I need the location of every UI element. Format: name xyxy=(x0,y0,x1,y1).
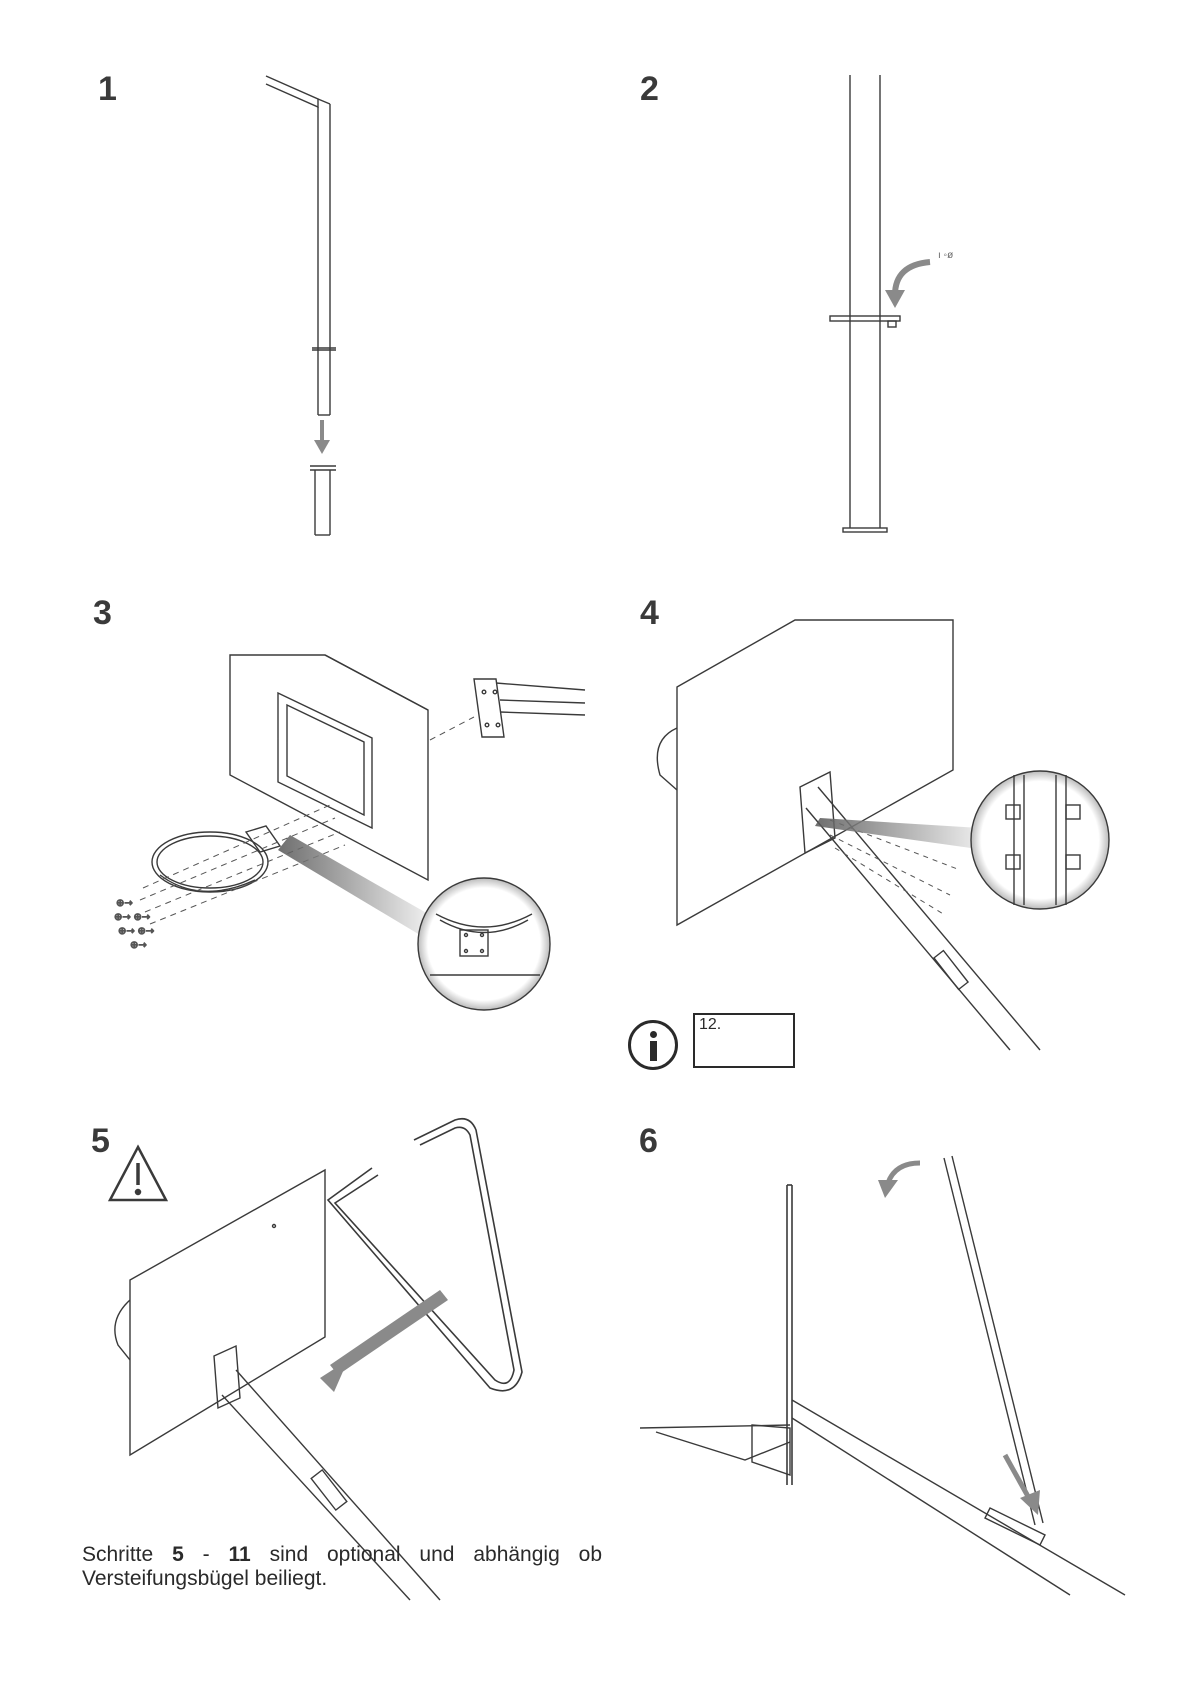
svg-text:⊕⇢: ⊕⇢ xyxy=(130,940,147,951)
svg-text:⊕⇢: ⊕⇢ xyxy=(116,898,133,909)
step-6-brace xyxy=(943,1155,1044,1526)
step-3-backboard xyxy=(229,654,429,882)
step-3-hoop xyxy=(151,825,282,893)
step-4-backboard xyxy=(656,619,954,927)
step-6-arrows xyxy=(878,1160,1040,1515)
step-number-6: 6 xyxy=(639,1122,658,1160)
step-2-post xyxy=(829,75,901,533)
step-6-hoop xyxy=(639,1424,791,1476)
step-6-backboard xyxy=(786,1184,793,1485)
info-reference-box: 12. xyxy=(693,1013,795,1068)
warning-icon xyxy=(107,1144,169,1202)
step-5-backboard xyxy=(114,1168,326,1457)
step-2-arrow: ı ◦ø xyxy=(885,250,953,308)
svg-text:⊕⇢ ⊕⇢: ⊕⇢ ⊕⇢ xyxy=(118,926,154,937)
svg-text:⊕⇢ ⊕⇢: ⊕⇢ ⊕⇢ xyxy=(114,912,150,923)
svg-text:ı ◦ø: ı ◦ø xyxy=(938,250,953,261)
step-number-4: 4 xyxy=(640,594,659,632)
step-3-bolts: ⊕⇢ ⊕⇢ ⊕⇢ ⊕⇢ ⊕⇢ ⊕⇢ xyxy=(114,898,155,952)
step-3-detail-beam xyxy=(278,835,430,935)
step-number-5: 5 xyxy=(91,1122,110,1160)
step-6-strut xyxy=(791,1399,1126,1596)
info-reference-text: 12. xyxy=(699,1016,722,1033)
step-1-pole xyxy=(265,75,336,536)
optional-steps-note: Schritte 5 - 11 sind optional und abhäng… xyxy=(82,1543,602,1590)
step-5-strut xyxy=(213,1344,441,1601)
step-3-guides xyxy=(139,716,475,925)
step-number-2: 2 xyxy=(640,70,659,108)
info-icon xyxy=(628,1020,678,1070)
step-5-stiffener xyxy=(326,1117,523,1392)
step-4-detail-lens xyxy=(970,770,1110,910)
step-3-bracket xyxy=(473,678,586,738)
step-4-detail-beam xyxy=(815,818,985,850)
step-3-detail-lens xyxy=(417,877,551,1011)
step-1-arrow xyxy=(314,420,330,454)
step-number-3: 3 xyxy=(93,594,112,632)
step-number-1: 1 xyxy=(98,70,117,108)
step-5-arrow xyxy=(320,1290,448,1392)
